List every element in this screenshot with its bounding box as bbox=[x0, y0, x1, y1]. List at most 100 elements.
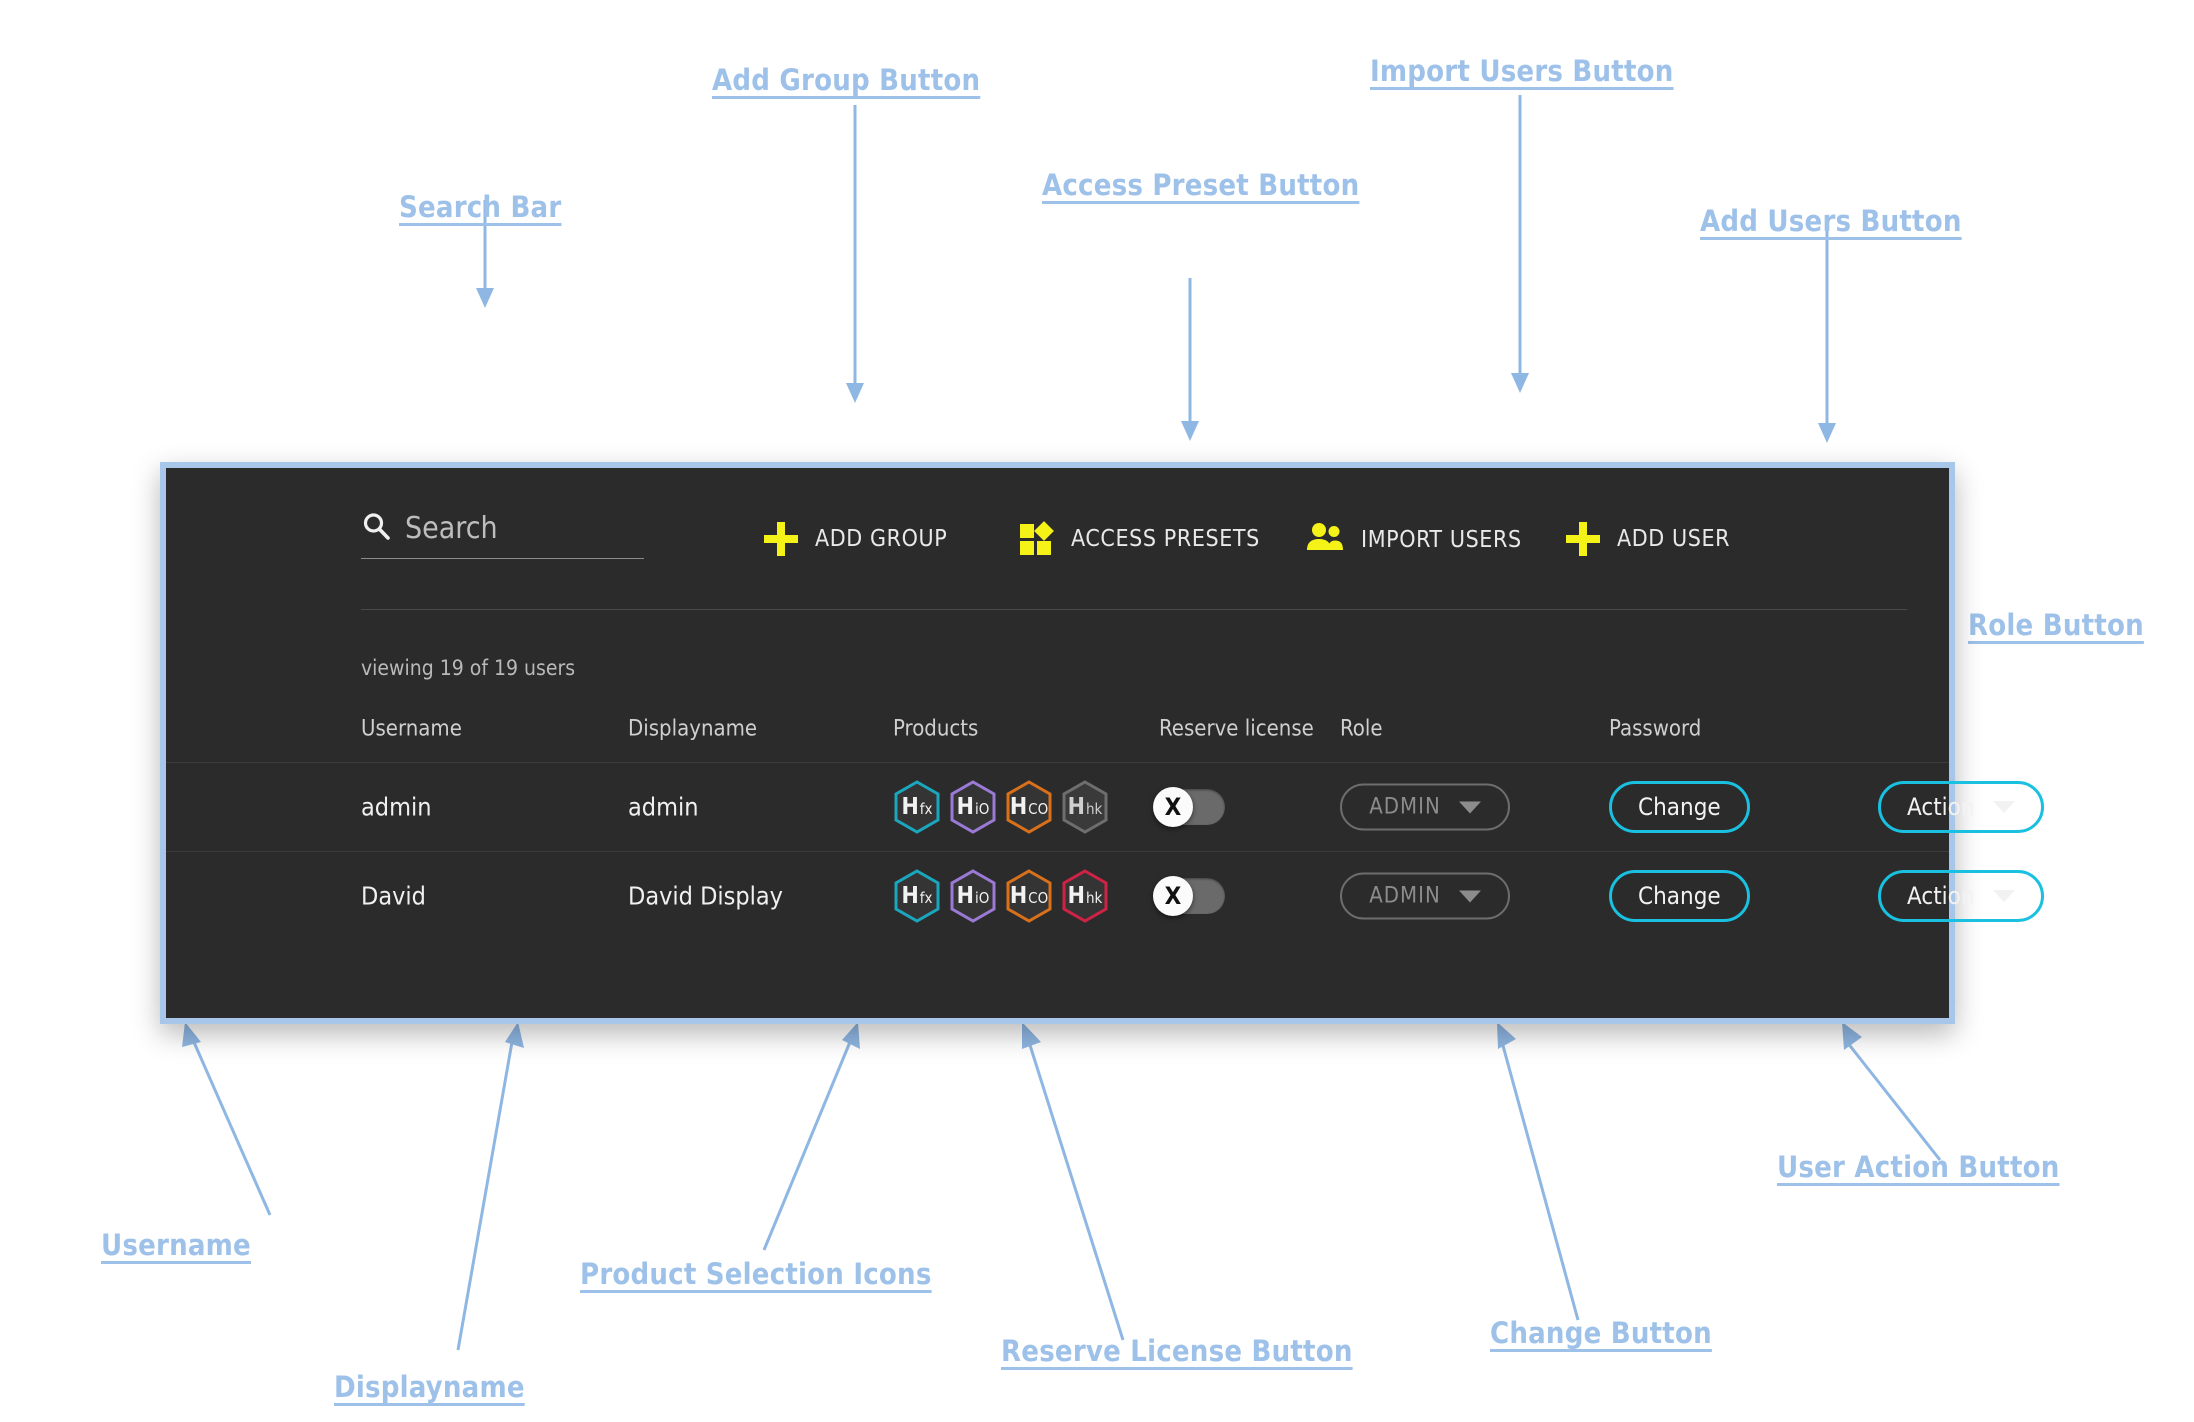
cell-username: admin bbox=[361, 792, 432, 822]
product-sub: CO bbox=[1028, 799, 1049, 818]
header-role: Role bbox=[1340, 716, 1383, 742]
access-presets-label: ACCESS PRESETS bbox=[1071, 525, 1260, 552]
chevron-down-icon bbox=[1992, 801, 2015, 813]
product-main: H bbox=[1067, 882, 1085, 909]
cell-displayname: admin bbox=[628, 792, 699, 822]
action-label: Action bbox=[1907, 793, 1975, 821]
arrow-displayname bbox=[440, 1020, 550, 1351]
arrow-add-group bbox=[840, 105, 870, 405]
change-password-button[interactable]: Change bbox=[1609, 870, 1750, 922]
add-user-label: ADD USER bbox=[1617, 525, 1731, 552]
cell-username: David bbox=[361, 881, 426, 911]
product-sub: iO bbox=[974, 888, 990, 907]
cell-role: ADMIN bbox=[1340, 872, 1510, 920]
cell-reserve-license: X bbox=[1153, 876, 1225, 916]
chevron-down-icon bbox=[1458, 801, 1481, 813]
product-sub: CO bbox=[1028, 888, 1049, 907]
annotation-role-button: Role Button bbox=[1968, 608, 2144, 642]
toolbar-divider bbox=[361, 609, 1907, 610]
header-reserve: Reserve license bbox=[1159, 716, 1314, 742]
product-sub: fx bbox=[919, 888, 933, 907]
annotation-search-bar: Search Bar bbox=[399, 190, 562, 224]
arrow-search-bar bbox=[470, 200, 500, 310]
grid-presets-icon bbox=[1020, 521, 1054, 556]
arrow-username bbox=[175, 1020, 285, 1216]
arrow-change-button bbox=[1480, 1020, 1590, 1321]
annotation-add-users-button: Add Users Button bbox=[1700, 204, 1962, 238]
arrow-import-users bbox=[1505, 95, 1535, 395]
product-main: H bbox=[901, 793, 919, 820]
cell-action: Action bbox=[1878, 781, 2044, 833]
chevron-down-icon bbox=[1458, 890, 1481, 902]
product-main: H bbox=[1067, 793, 1085, 820]
role-button[interactable]: ADMIN bbox=[1340, 783, 1510, 831]
toggle-knob: X bbox=[1153, 787, 1193, 827]
annotation-product-selection: Product Selection Icons bbox=[580, 1257, 932, 1291]
chevron-down-icon bbox=[1992, 890, 2015, 902]
change-label: Change bbox=[1638, 793, 1721, 821]
role-button[interactable]: ADMIN bbox=[1340, 872, 1510, 920]
toolbar: Search ADD GROUP ACCESS PRESETS bbox=[166, 468, 1949, 610]
user-management-panel: Search ADD GROUP ACCESS PRESETS bbox=[160, 462, 2044, 1024]
cell-reserve-license: X bbox=[1153, 787, 1225, 827]
product-sub: hk bbox=[1085, 799, 1103, 818]
annotation-import-users-button: Import Users Button bbox=[1370, 54, 1674, 88]
product-main: H bbox=[1009, 793, 1028, 820]
search-bar[interactable]: Search bbox=[361, 511, 644, 559]
arrow-reserve-license bbox=[1005, 1020, 1135, 1341]
product-sub: hk bbox=[1085, 888, 1103, 907]
cell-role: ADMIN bbox=[1340, 783, 1510, 831]
reserve-license-toggle[interactable]: X bbox=[1153, 787, 1225, 827]
change-password-button[interactable]: Change bbox=[1609, 781, 1750, 833]
plus-icon bbox=[1566, 522, 1600, 556]
plus-icon bbox=[764, 522, 798, 556]
product-main: H bbox=[956, 793, 974, 820]
header-products: Products bbox=[893, 716, 979, 742]
product-sub: iO bbox=[974, 799, 990, 818]
product-main: H bbox=[1009, 882, 1028, 909]
annotation-change-button: Change Button bbox=[1490, 1316, 1712, 1350]
annotation-user-action-button: User Action Button bbox=[1777, 1150, 2060, 1184]
cell-password: Change bbox=[1609, 870, 1750, 922]
annotation-access-preset-button: Access Preset Button bbox=[1042, 168, 1360, 202]
role-value: ADMIN bbox=[1369, 883, 1441, 909]
cell-action: Action bbox=[1878, 870, 2044, 922]
arrow-user-action-button bbox=[1825, 1020, 1955, 1161]
search-icon bbox=[361, 511, 391, 546]
reserve-license-toggle[interactable]: X bbox=[1153, 876, 1225, 916]
access-presets-button[interactable]: ACCESS PRESETS bbox=[1020, 521, 1260, 556]
people-icon bbox=[1306, 522, 1344, 558]
user-action-button[interactable]: Action bbox=[1878, 781, 2044, 833]
header-password: Password bbox=[1609, 716, 1702, 742]
annotation-add-group-button: Add Group Button bbox=[712, 63, 981, 97]
arrow-access-presets bbox=[1175, 278, 1205, 443]
header-displayname: Displayname bbox=[628, 716, 758, 742]
viewing-count: viewing 19 of 19 users bbox=[361, 656, 576, 680]
add-user-button[interactable]: ADD USER bbox=[1566, 522, 1730, 556]
toggle-knob: X bbox=[1153, 876, 1193, 916]
user-action-button[interactable]: Action bbox=[1878, 870, 2044, 922]
annotation-reserve-license: Reserve License Button bbox=[1001, 1334, 1353, 1368]
import-users-button[interactable]: IMPORT USERS bbox=[1306, 522, 1522, 558]
role-value: ADMIN bbox=[1369, 794, 1441, 820]
annotation-displayname: Displayname bbox=[334, 1370, 525, 1404]
add-group-button[interactable]: ADD GROUP bbox=[764, 522, 947, 556]
search-input[interactable]: Search bbox=[405, 510, 498, 546]
table-header-row: Username Displayname Products Reserve li… bbox=[166, 696, 1949, 762]
arrow-product-icons bbox=[750, 1020, 880, 1251]
import-users-label: IMPORT USERS bbox=[1361, 526, 1522, 553]
change-label: Change bbox=[1638, 882, 1721, 910]
action-label: Action bbox=[1907, 882, 1975, 910]
